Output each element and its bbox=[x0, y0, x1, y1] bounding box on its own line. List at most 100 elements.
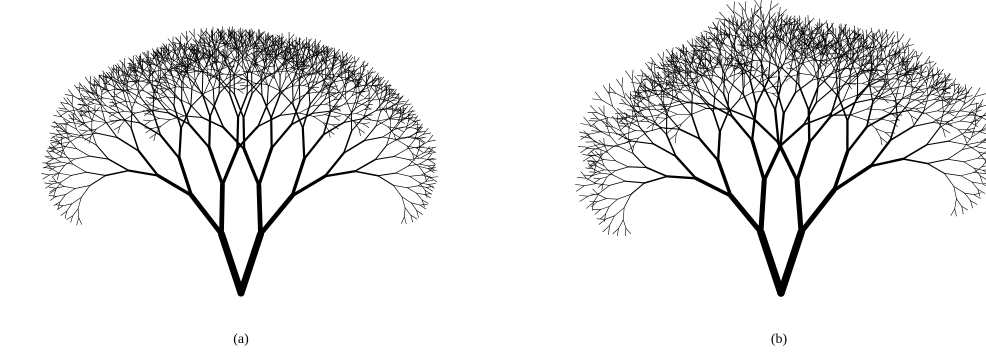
tree-branch bbox=[804, 65, 812, 75]
tree-branch bbox=[271, 95, 280, 118]
tree-branch bbox=[625, 71, 632, 80]
tree-branch bbox=[911, 72, 913, 80]
tree-branch bbox=[938, 111, 948, 112]
tree-branch bbox=[50, 133, 58, 135]
tree-branch bbox=[706, 108, 728, 109]
tree-branch bbox=[407, 186, 418, 188]
tree-branch bbox=[663, 52, 664, 61]
tree-branch bbox=[628, 167, 646, 168]
tree-branch bbox=[927, 159, 947, 163]
tree-branch bbox=[652, 61, 653, 70]
tree-branch bbox=[818, 67, 819, 87]
tree-branch bbox=[85, 77, 90, 84]
tree-branch bbox=[898, 34, 904, 42]
tree-branch bbox=[615, 167, 628, 171]
tree-branch bbox=[145, 128, 152, 129]
tree-branch bbox=[61, 175, 71, 181]
tree-branch bbox=[763, 86, 775, 110]
tree-branch bbox=[944, 173, 953, 186]
tree-branch bbox=[428, 183, 435, 184]
tree-branch bbox=[970, 120, 978, 122]
tree-branch bbox=[958, 129, 964, 136]
tree-branch bbox=[787, 59, 795, 60]
tree-branch bbox=[909, 49, 914, 56]
tree-branch bbox=[222, 234, 242, 293]
tree-branch bbox=[867, 31, 872, 38]
tree-branch bbox=[85, 121, 95, 123]
tree-branch bbox=[905, 44, 909, 52]
tree-branch bbox=[629, 128, 630, 140]
tree-branch bbox=[956, 199, 961, 207]
tree-branch bbox=[575, 184, 584, 186]
tree-branch bbox=[90, 176, 106, 186]
tree-branch bbox=[752, 140, 764, 180]
tree-branch bbox=[157, 85, 158, 92]
tree-branch bbox=[416, 148, 423, 152]
tree-branch bbox=[152, 49, 156, 55]
tree-branch bbox=[380, 92, 383, 101]
tree-branch bbox=[646, 109, 656, 110]
tree-branch bbox=[64, 186, 75, 188]
tree-branch bbox=[129, 63, 130, 71]
tree-branch bbox=[407, 188, 416, 193]
tree-branch bbox=[66, 188, 76, 194]
tree-branch bbox=[603, 226, 610, 232]
tree-branch bbox=[646, 168, 667, 177]
tree-branch bbox=[816, 90, 832, 103]
tree-branch bbox=[659, 68, 669, 69]
tree-branch bbox=[603, 146, 614, 154]
tree-branch bbox=[593, 189, 598, 194]
tree-branch bbox=[778, 12, 779, 21]
tree-branch bbox=[731, 196, 761, 232]
tree-branch bbox=[43, 175, 50, 179]
tree-branch bbox=[775, 16, 776, 23]
tree-branch bbox=[873, 85, 884, 103]
tree-branch bbox=[904, 79, 914, 86]
tree-branch bbox=[775, 110, 778, 143]
tree-branch bbox=[303, 128, 304, 159]
tree-branch bbox=[168, 39, 173, 45]
tree-branch bbox=[207, 65, 208, 76]
tree-branch bbox=[755, 120, 779, 143]
tree-branch bbox=[585, 175, 593, 176]
tree-branch bbox=[70, 119, 77, 120]
tree-branch bbox=[903, 145, 927, 159]
tree-branch bbox=[190, 104, 203, 118]
tree-branch bbox=[175, 82, 183, 90]
tree-branch bbox=[368, 99, 380, 101]
tree-branch bbox=[161, 120, 170, 127]
tree-branch bbox=[642, 114, 649, 122]
tree-branch bbox=[126, 101, 138, 103]
tree-branch bbox=[309, 86, 310, 105]
tree-branch bbox=[56, 147, 65, 149]
tree-branch bbox=[355, 56, 356, 63]
tree-branch bbox=[108, 91, 115, 100]
tree-branch bbox=[62, 117, 71, 122]
tree-branch bbox=[771, 17, 775, 23]
tree-branch bbox=[764, 146, 780, 181]
tree-branch bbox=[73, 209, 78, 216]
tree-branch bbox=[937, 82, 938, 91]
tree-branch bbox=[700, 139, 718, 161]
tree-branch bbox=[657, 73, 662, 78]
tree-branch bbox=[325, 79, 333, 80]
tree-branch bbox=[974, 193, 981, 195]
tree-branch bbox=[363, 123, 370, 124]
tree-branch bbox=[426, 180, 433, 181]
tree-branch bbox=[61, 122, 71, 124]
tree-branch bbox=[145, 121, 151, 125]
tree-branch bbox=[913, 65, 914, 72]
tree-branch bbox=[299, 106, 313, 113]
tree-branch bbox=[393, 185, 401, 196]
tree-branch bbox=[666, 128, 672, 134]
tree-branch bbox=[648, 115, 660, 117]
tree-branch bbox=[590, 121, 597, 127]
tree-branch bbox=[960, 121, 970, 122]
tree-branch bbox=[693, 75, 701, 78]
tree-branch bbox=[595, 179, 600, 183]
tree-branch bbox=[603, 86, 609, 95]
tree-branch bbox=[355, 160, 375, 172]
tree-branch bbox=[969, 115, 981, 117]
tree-branch bbox=[606, 199, 617, 200]
tree-branch bbox=[242, 86, 248, 90]
